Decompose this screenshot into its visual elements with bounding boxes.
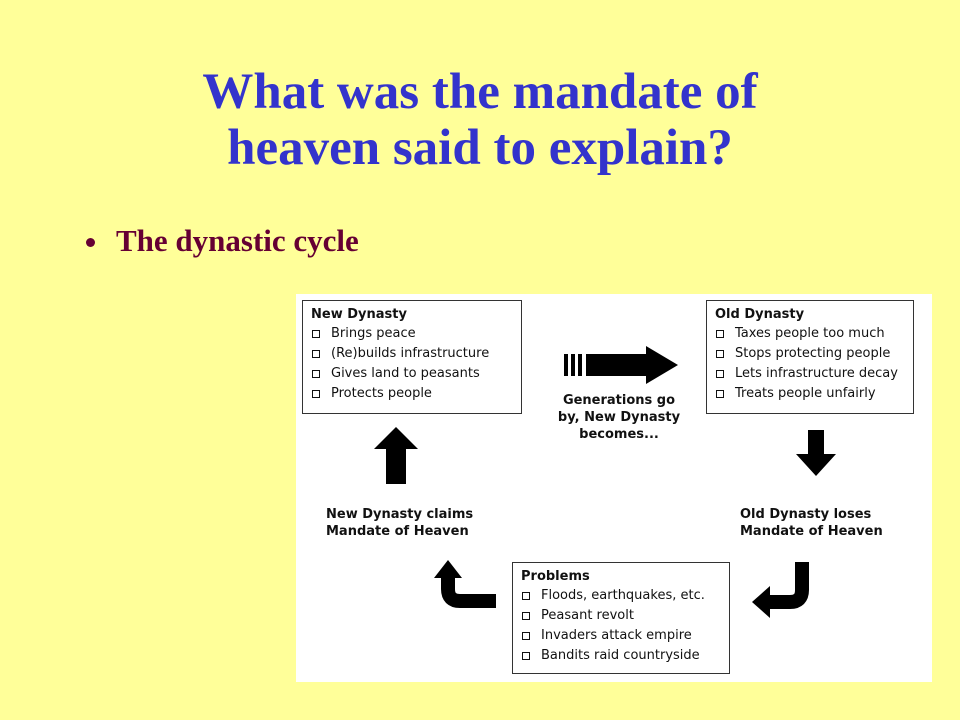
old-dynasty-list: Taxes people too much Stops protecting p…: [715, 324, 905, 404]
list-item: Protects people: [311, 384, 513, 404]
new-dynasty-heading: New Dynasty: [311, 307, 407, 322]
checkbox-icon: [312, 370, 320, 378]
checkbox-icon: [716, 350, 724, 358]
generations-label-line: by, New Dynasty: [557, 410, 681, 425]
old-dynasty-box: Old Dynasty Taxes people too much Stops …: [706, 300, 914, 414]
list-item-text: Floods, earthquakes, etc.: [541, 588, 705, 603]
problems-box: Problems Floods, earthquakes, etc. Peasa…: [512, 562, 730, 674]
dynastic-cycle-diagram: New Dynasty Brings peace (Re)builds infr…: [296, 294, 932, 682]
checkbox-icon: [522, 652, 530, 660]
list-item: Taxes people too much: [715, 324, 905, 344]
problems-list: Floods, earthquakes, etc. Peasant revolt…: [521, 586, 721, 666]
title-line-1: What was the mandate of: [202, 64, 758, 120]
list-item: Gives land to peasants: [311, 364, 513, 384]
checkbox-icon: [312, 390, 320, 398]
list-item-text: Lets infrastructure decay: [735, 366, 898, 381]
checkbox-icon: [716, 370, 724, 378]
list-item-text: Invaders attack empire: [541, 628, 692, 643]
list-item: (Re)builds infrastructure: [311, 344, 513, 364]
list-item: Treats people unfairly: [715, 384, 905, 404]
generations-label-line: becomes...: [579, 427, 659, 442]
list-item: Floods, earthquakes, etc.: [521, 586, 721, 606]
loses-mandate-label: Old Dynasty loses Mandate of Heaven: [740, 506, 883, 540]
up-arrow-icon: [374, 427, 418, 484]
claims-mandate-label: New Dynasty claims Mandate of Heaven: [326, 506, 473, 540]
old-dynasty-heading: Old Dynasty: [715, 307, 805, 322]
list-item-text: Protects people: [331, 386, 432, 401]
generations-label-line: Generations go: [562, 393, 676, 408]
checkbox-icon: [716, 390, 724, 398]
checkbox-icon: [312, 330, 320, 338]
diagram-arrows: [374, 346, 836, 618]
bullet-text: The dynastic cycle: [116, 223, 359, 258]
list-item-text: Gives land to peasants: [331, 366, 480, 381]
list-item-text: (Re)builds infrastructure: [331, 346, 490, 361]
curved-arrow-up-left-icon: [434, 560, 496, 608]
new-dynasty-box: New Dynasty Brings peace (Re)builds infr…: [302, 300, 522, 414]
new-dynasty-list: Brings peace (Re)builds infrastructure G…: [311, 324, 513, 404]
list-item: Lets infrastructure decay: [715, 364, 905, 384]
list-item-text: Brings peace: [331, 326, 416, 341]
bullet-item: The dynastic cycle: [86, 223, 359, 259]
checkbox-icon: [522, 592, 530, 600]
list-item: Brings peace: [311, 324, 513, 344]
title-line-2: heaven said to explain?: [227, 120, 733, 176]
curved-arrow-down-left-icon: [752, 562, 809, 618]
loses-mandate-line: Old Dynasty loses: [740, 507, 872, 522]
list-item-text: Treats people unfairly: [735, 386, 876, 401]
generations-label: Generations go by, New Dynasty becomes..…: [554, 392, 684, 443]
down-arrow-icon: [796, 430, 836, 476]
checkbox-icon: [522, 632, 530, 640]
right-arrow-icon: [564, 346, 678, 384]
list-item-text: Bandits raid countryside: [541, 648, 700, 663]
checkbox-icon: [312, 350, 320, 358]
bullet-dot: [86, 238, 95, 247]
claims-mandate-line: New Dynasty claims: [326, 507, 474, 522]
problems-heading: Problems: [521, 569, 590, 584]
slide-title: What was the mandate of heaven said to e…: [0, 64, 960, 176]
list-item: Peasant revolt: [521, 606, 721, 626]
checkbox-icon: [522, 612, 530, 620]
list-item: Bandits raid countryside: [521, 646, 721, 666]
loses-mandate-line: Mandate of Heaven: [740, 524, 883, 539]
list-item-text: Taxes people too much: [735, 326, 885, 341]
list-item: Stops protecting people: [715, 344, 905, 364]
checkbox-icon: [716, 330, 724, 338]
list-item-text: Peasant revolt: [541, 608, 634, 623]
list-item: Invaders attack empire: [521, 626, 721, 646]
claims-mandate-line: Mandate of Heaven: [326, 524, 469, 539]
list-item-text: Stops protecting people: [735, 346, 891, 361]
